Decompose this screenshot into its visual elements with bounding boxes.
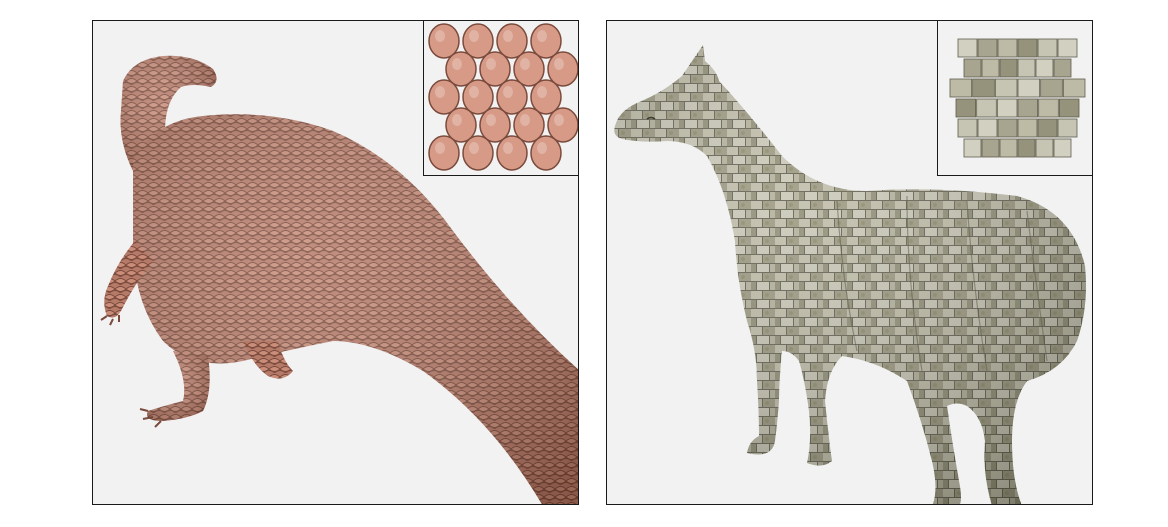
shingle-tile [1017,78,1041,98]
scale-highlight [469,86,479,98]
shingle-tile [963,138,982,158]
scale-tile [428,79,460,115]
scale-tile [428,135,460,171]
scale-highlight [503,142,513,154]
shingle-tile [957,38,978,58]
scale-tile [496,135,528,171]
shingle-tile [1057,118,1078,138]
scale-highlight [554,114,564,126]
scale-highlight [469,142,479,154]
shingle-tile [1057,38,1078,58]
shingle-tile [981,58,1000,78]
shingle-tile [972,78,995,98]
dinosaur-leg-back [243,341,293,379]
shingle-texture-inset [937,21,1092,176]
scale-highlight [435,86,445,98]
scale-tile [479,51,511,87]
scale-tile [428,23,460,59]
shingle-tile [997,38,1018,58]
scale-highlight [520,114,530,126]
scale-tile [462,23,494,59]
scale-highlight [486,58,496,70]
scale-tile [547,51,578,87]
scale-highlight [486,114,496,126]
scale-tile [462,79,494,115]
scale-tile [530,79,562,115]
shingle-tile [999,138,1018,158]
shingle-tile [1053,58,1072,78]
shingle-tile [1053,138,1072,158]
scale-tile [530,23,562,59]
shingle-tile [996,98,1018,118]
dinosaur-render [100,55,578,504]
scale-highlight [554,58,564,70]
scale-tile [496,79,528,115]
scale-highlight [503,86,513,98]
shingle-tiles [949,38,1086,158]
horse-eye-icon [646,116,656,120]
scale-highlight [520,58,530,70]
shingle-tile [1017,138,1036,158]
shingle-tile [977,38,998,58]
shingle-tile [1058,98,1080,118]
shingle-tile [981,138,1000,158]
scale-tile [479,107,511,143]
shingle-tile [1017,98,1039,118]
horse-render [614,45,1086,504]
shingle-tile [994,78,1018,98]
scale-tile [445,51,477,87]
shingle-tile [999,58,1018,78]
scale-tile [513,51,545,87]
scale-highlight [452,58,462,70]
shingle-texture-swatch [938,21,1092,175]
scale-tile [496,23,528,59]
shingle-tile [976,98,997,118]
horse-panel [606,20,1093,505]
scale-tile [445,107,477,143]
shingle-tile [1017,38,1038,58]
scale-tiles [428,23,578,171]
scale-highlight [435,142,445,154]
shingle-tile [1017,118,1038,138]
shingle-tile [957,118,978,138]
scale-tile [530,135,562,171]
shingle-tile [1035,138,1054,158]
dinosaur-arm [104,241,153,318]
shingle-tile [1037,38,1058,58]
scale-tile [462,135,494,171]
shingle-tile [949,78,973,98]
shingle-tile [1035,58,1054,78]
scale-highlight [452,114,462,126]
scale-tile [513,107,545,143]
scale-highlight [537,86,547,98]
scale-highlight [537,30,547,42]
shingle-tile [1062,78,1086,98]
scale-highlight [435,30,445,42]
scale-tile [547,107,578,143]
shingle-tile [1017,58,1036,78]
scale-highlight [537,142,547,154]
scale-texture-inset [423,21,578,176]
scale-highlight [503,30,513,42]
shingle-tile [997,118,1018,138]
shingle-tile [1040,78,1063,98]
dinosaur-panel [92,20,579,505]
shingle-tile [963,58,982,78]
shingle-tile [1037,118,1058,138]
shingle-tile [1038,98,1059,118]
scale-texture-swatch [424,21,578,175]
shingle-tile [977,118,998,138]
scale-highlight [469,30,479,42]
shingle-tile [955,98,977,118]
